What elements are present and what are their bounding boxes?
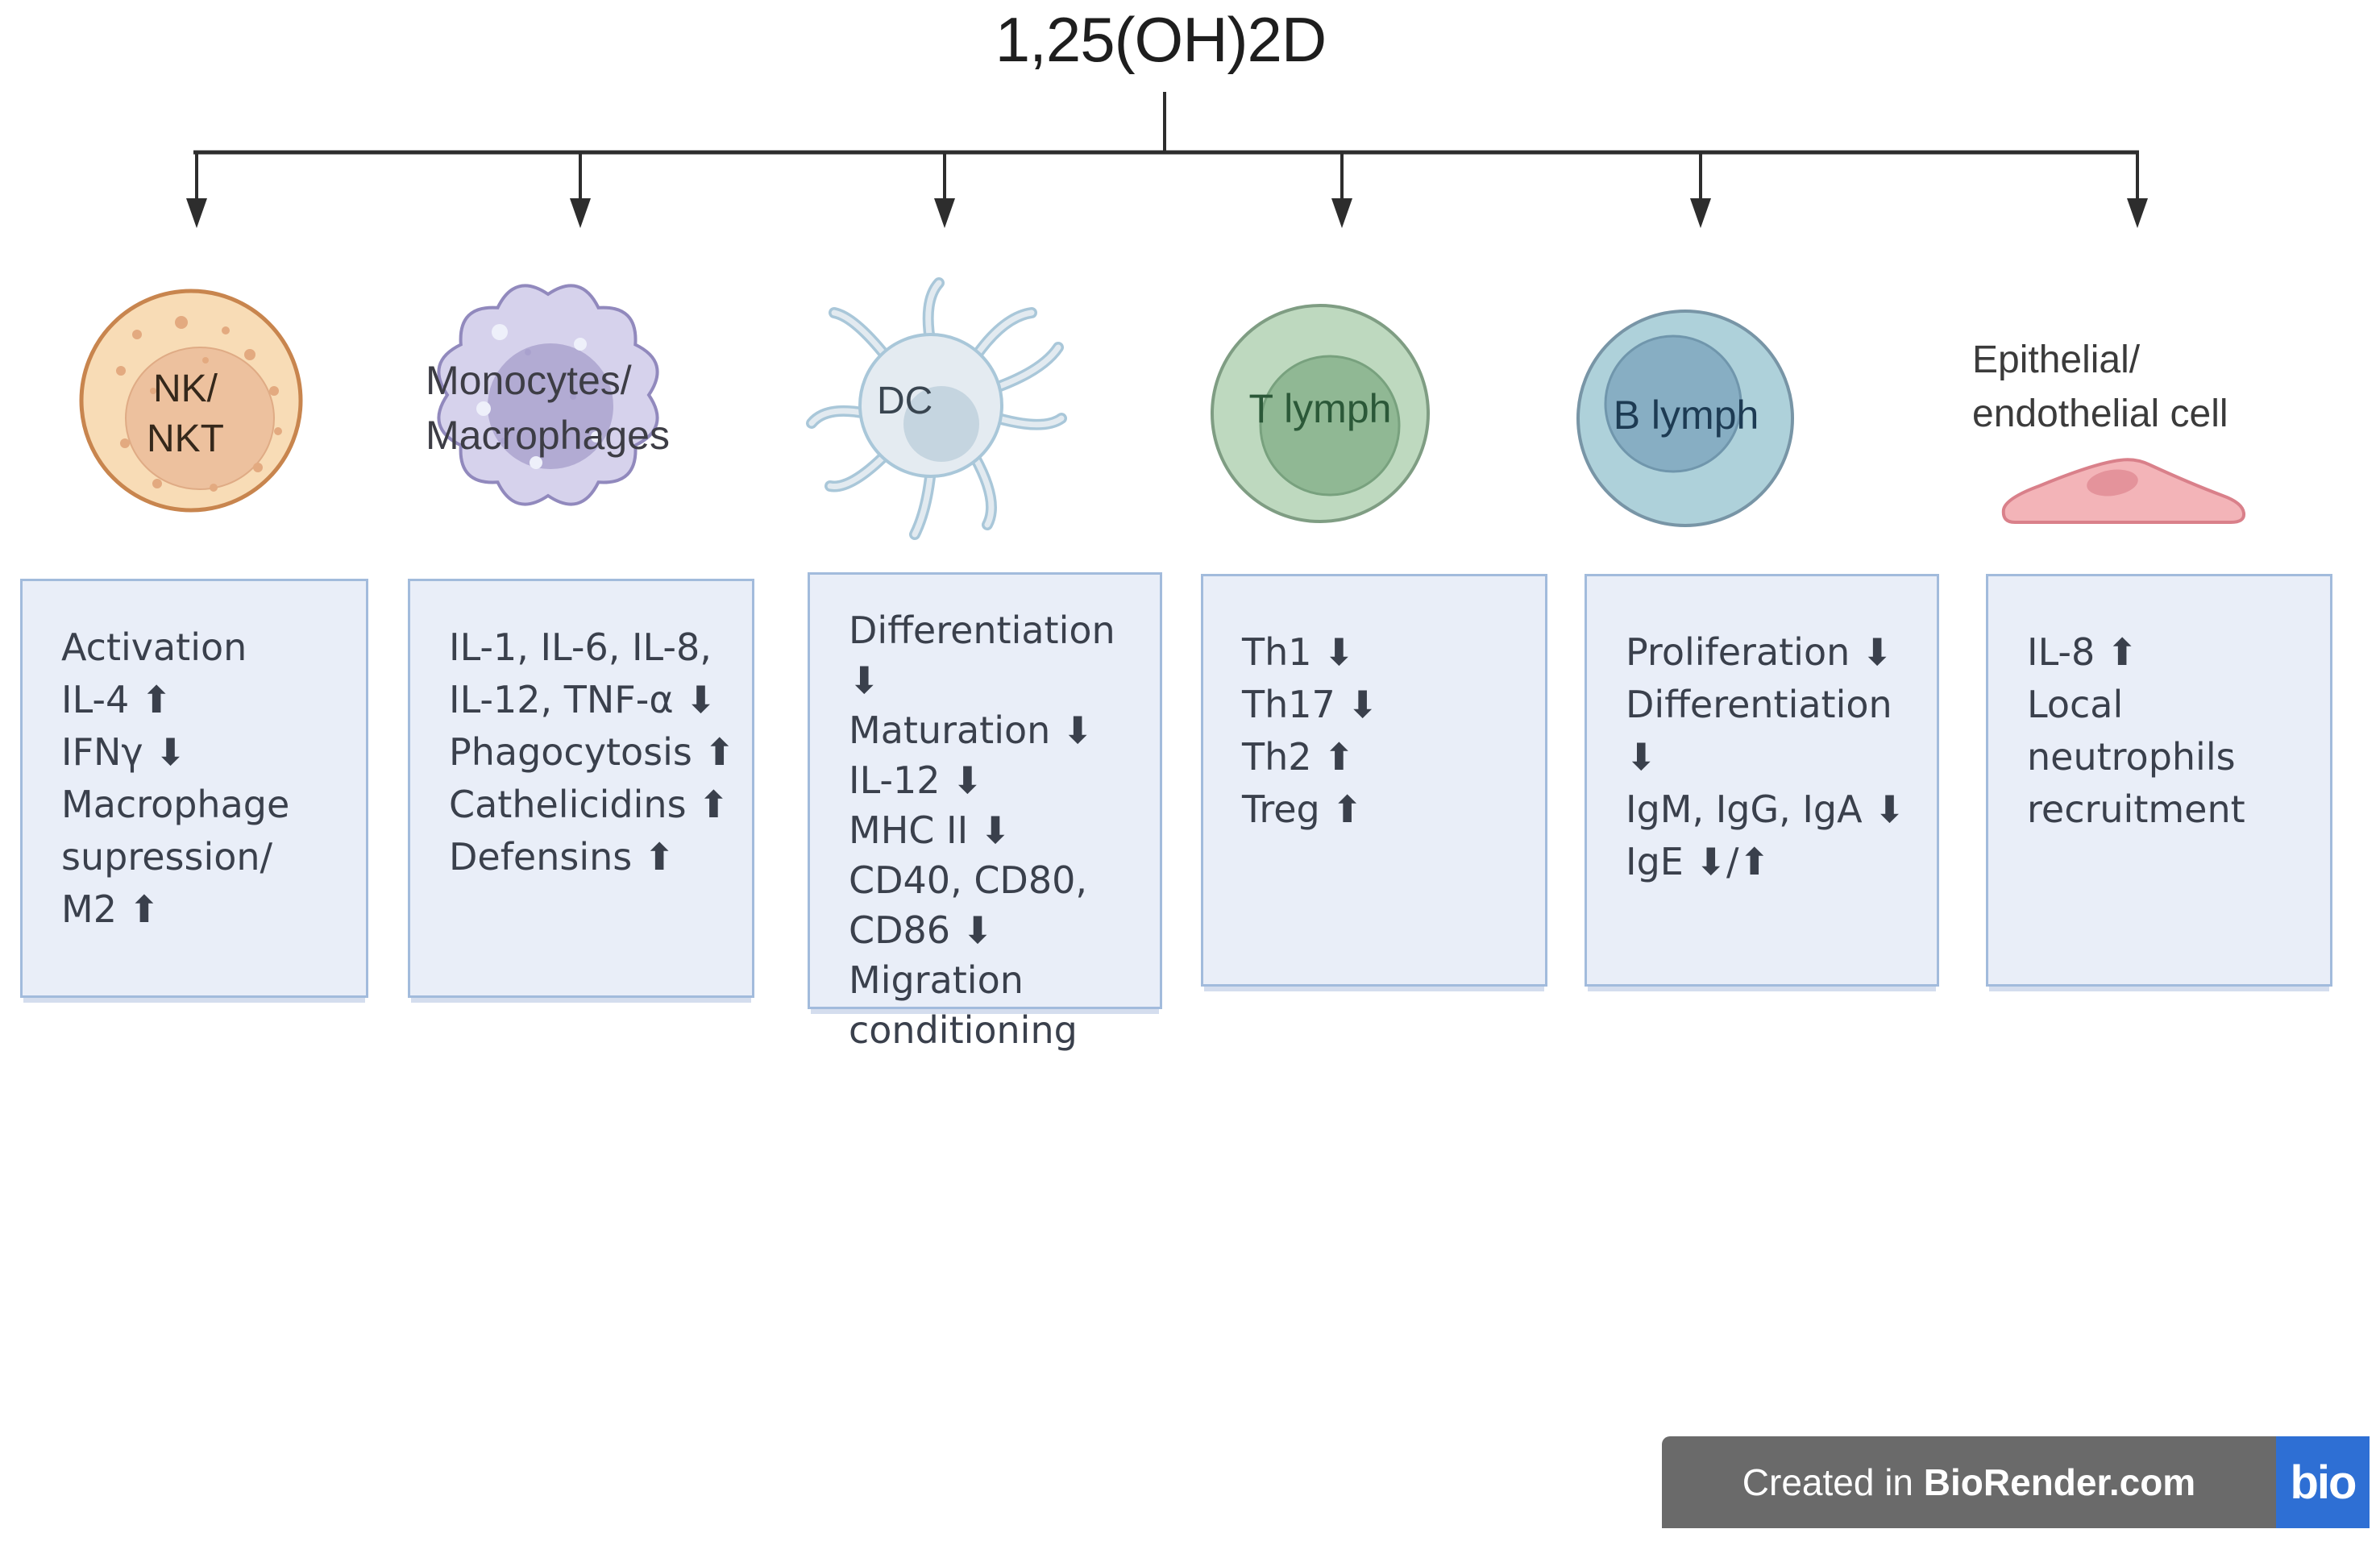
credit-brand: BioRender.com	[1923, 1461, 2196, 1503]
epithelial-cell-nucleus	[2087, 469, 2138, 497]
b-cell-nucleus	[1604, 334, 1742, 473]
figure-title: 1,25(OH)2D	[995, 4, 1327, 75]
b-lymph-cell-label: B lymph	[1613, 393, 1759, 438]
effects-text-t-lymph: Th1 ⬇ Th17 ⬇ Th2 ⬆ Treg ⬆	[1242, 630, 1378, 831]
branch-connector	[186, 92, 2148, 228]
monocyte-cell-granules	[501, 349, 576, 444]
arrow-down-icon	[2127, 152, 2148, 228]
effects-box-b-lymph: Proliferation ⬇ Differentiation ⬇ IgM, I…	[1585, 574, 1939, 987]
effects-text-monocytes-macrophages: IL-1, IL-6, IL-8, IL-12, TNF-α ⬇ Phagocy…	[449, 625, 735, 879]
t-lymph-cell-label: T lymph	[1248, 386, 1392, 431]
arrow-down-icon	[186, 152, 207, 228]
b-lymphocyte-cell-illustration	[1576, 310, 1794, 527]
credit-prefix: Created in	[1742, 1461, 1924, 1503]
biorender-credit-bar: Created in BioRender.com bio	[1662, 1436, 2370, 1528]
nk-cell-nucleus	[125, 347, 275, 490]
t-lymphocyte-cell-illustration	[1211, 304, 1430, 523]
epithelial-endothelial-cell-label: Epithelial/ endothelial cell	[1972, 339, 2228, 435]
monocyte-cell-vacuoles	[476, 324, 602, 469]
arrow-down-icon	[570, 152, 591, 228]
biorender-logo: bio	[2276, 1436, 2370, 1528]
effects-box-t-lymph: Th1 ⬇ Th17 ⬇ Th2 ⬆ Treg ⬆	[1201, 574, 1547, 987]
monocyte-macrophage-cell-illustration	[437, 284, 659, 506]
epithelial-endothelial-cell-illustration	[2001, 458, 2246, 524]
biorender-credit-text: Created in BioRender.com	[1662, 1436, 2276, 1528]
dendritic-cell-illustration	[806, 277, 1067, 540]
effects-box-epithelial-endothelial: IL-8 ⬆ Local neutrophils recruitment	[1986, 574, 2332, 987]
nk-nkt-cell-label: NK/ NKT	[147, 368, 224, 460]
nk-nkt-cell-illustration	[79, 289, 303, 513]
effects-text-dc: Differentiation ⬇ Maturation ⬇ IL-12 ⬇ M…	[849, 609, 1115, 1052]
effects-text-epithelial-endothelial: IL-8 ⬆ Local neutrophils recruitment	[2027, 630, 2245, 831]
effects-box-monocytes-macrophages: IL-1, IL-6, IL-8, IL-12, TNF-α ⬇ Phagocy…	[408, 579, 754, 998]
effects-box-dc: Differentiation ⬇ Maturation ⬇ IL-12 ⬇ M…	[808, 572, 1162, 1052]
arrow-down-icon	[1331, 152, 1352, 228]
monocytes-macrophages-cell-label: Monocytes/ Macrophages	[426, 358, 670, 458]
effects-box-nk-nkt: Activation IL-4 ⬆ IFNγ ⬇ Macrophage supr…	[20, 579, 368, 998]
t-cell-nucleus	[1259, 355, 1401, 497]
nk-cell-granules	[116, 316, 282, 492]
effects-text-nk-nkt: Activation IL-4 ⬆ IFNγ ⬇ Macrophage supr…	[61, 625, 290, 931]
effects-text-b-lymph: Proliferation ⬇ Differentiation ⬇ IgM, I…	[1626, 630, 1905, 883]
monocyte-cell-nucleus	[488, 343, 613, 469]
dc-cell-label: DC	[877, 380, 933, 422]
dc-cell-nucleus	[903, 386, 979, 462]
arrow-down-icon	[934, 152, 955, 228]
arrow-down-icon	[1690, 152, 1711, 228]
